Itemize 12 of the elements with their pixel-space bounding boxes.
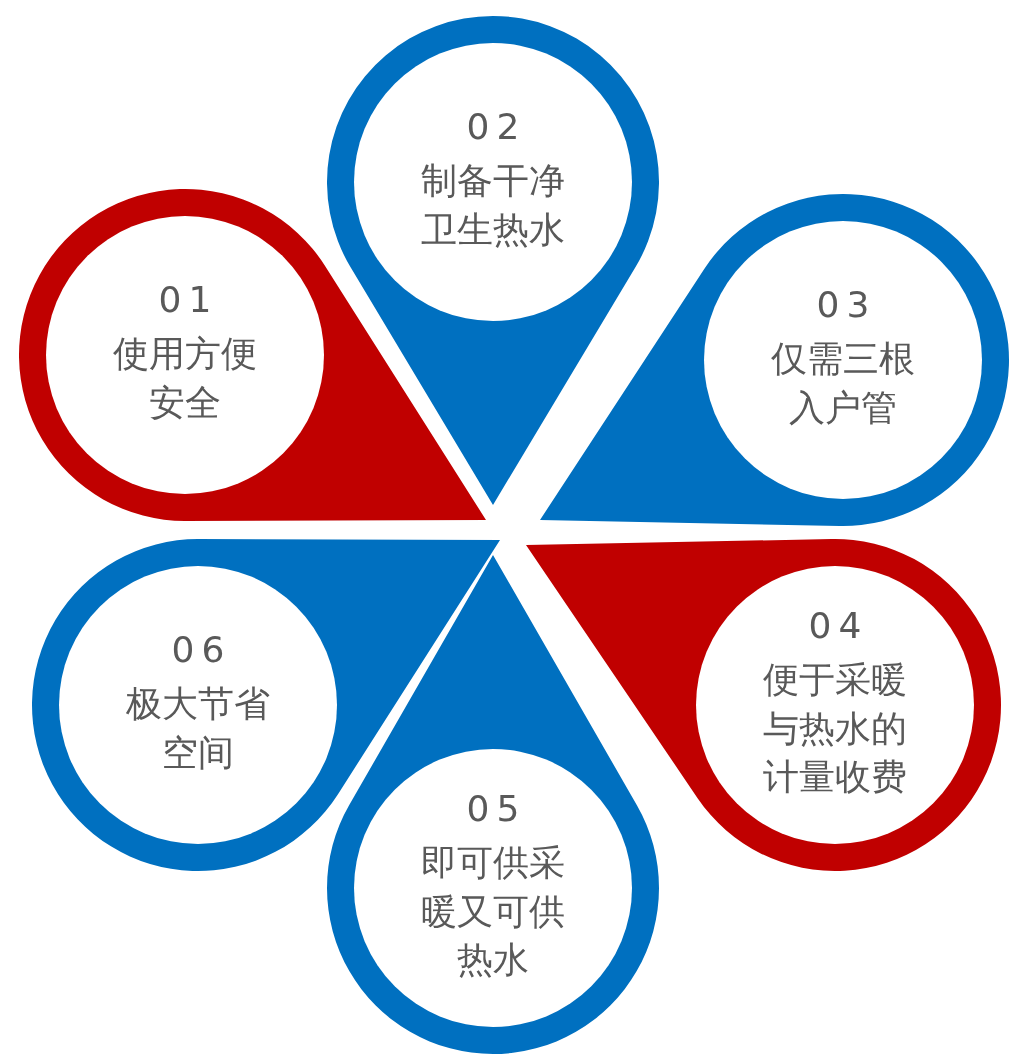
step-number: 02: [465, 109, 527, 146]
step-number: 04: [807, 608, 869, 645]
step-number: 01: [157, 282, 219, 319]
step-text: 即可供采暖又可供热水: [420, 841, 566, 983]
step-text: 制备干净卫生热水: [420, 159, 566, 252]
step-number: 06: [170, 632, 232, 669]
step-text: 极大节省空间: [125, 682, 271, 775]
step-text: 便于采暖与热水的计量收费: [762, 658, 908, 800]
step-text: 仅需三根入户管: [770, 337, 916, 430]
step-text: 使用方便安全: [112, 332, 258, 425]
step-number: 03: [815, 287, 877, 324]
step-number: 05: [465, 791, 527, 828]
